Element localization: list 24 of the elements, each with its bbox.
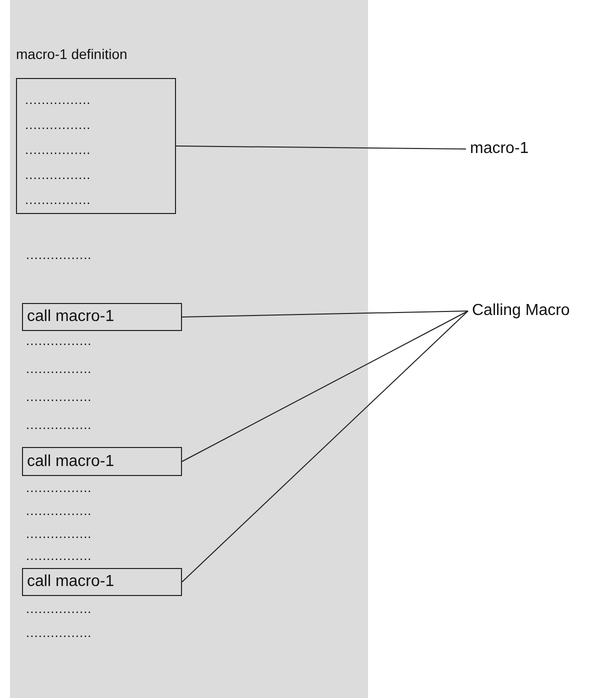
dotted-line: ................ — [26, 481, 92, 495]
dotted-line: ................ — [26, 248, 92, 262]
dotted-line: ................ — [26, 418, 92, 432]
dotted-line: ................ — [26, 390, 92, 404]
connector-line — [176, 146, 466, 150]
dotted-line: ................ — [26, 362, 92, 376]
listing-panel — [10, 0, 368, 698]
heading: macro-1 definition — [16, 46, 128, 62]
dotted-line: ................ — [25, 193, 91, 207]
connector-line — [182, 310, 468, 582]
dotted-line: ................ — [25, 93, 91, 107]
dotted-line: ................ — [25, 118, 91, 132]
connector-line — [182, 310, 468, 462]
callout-text: Calling Macro — [472, 302, 570, 320]
connector-line — [182, 310, 468, 318]
dotted-line: ................ — [25, 143, 91, 157]
dotted-line: ................ — [26, 504, 92, 518]
dotted-line: ................ — [26, 626, 92, 640]
dotted-line: ................ — [26, 602, 92, 616]
dotted-line: ................ — [26, 527, 92, 541]
dotted-line: ................ — [26, 334, 92, 348]
dotted-line: ................ — [25, 168, 91, 182]
callout-text: macro-1 — [470, 140, 529, 158]
dotted-line: ................ — [26, 549, 92, 563]
